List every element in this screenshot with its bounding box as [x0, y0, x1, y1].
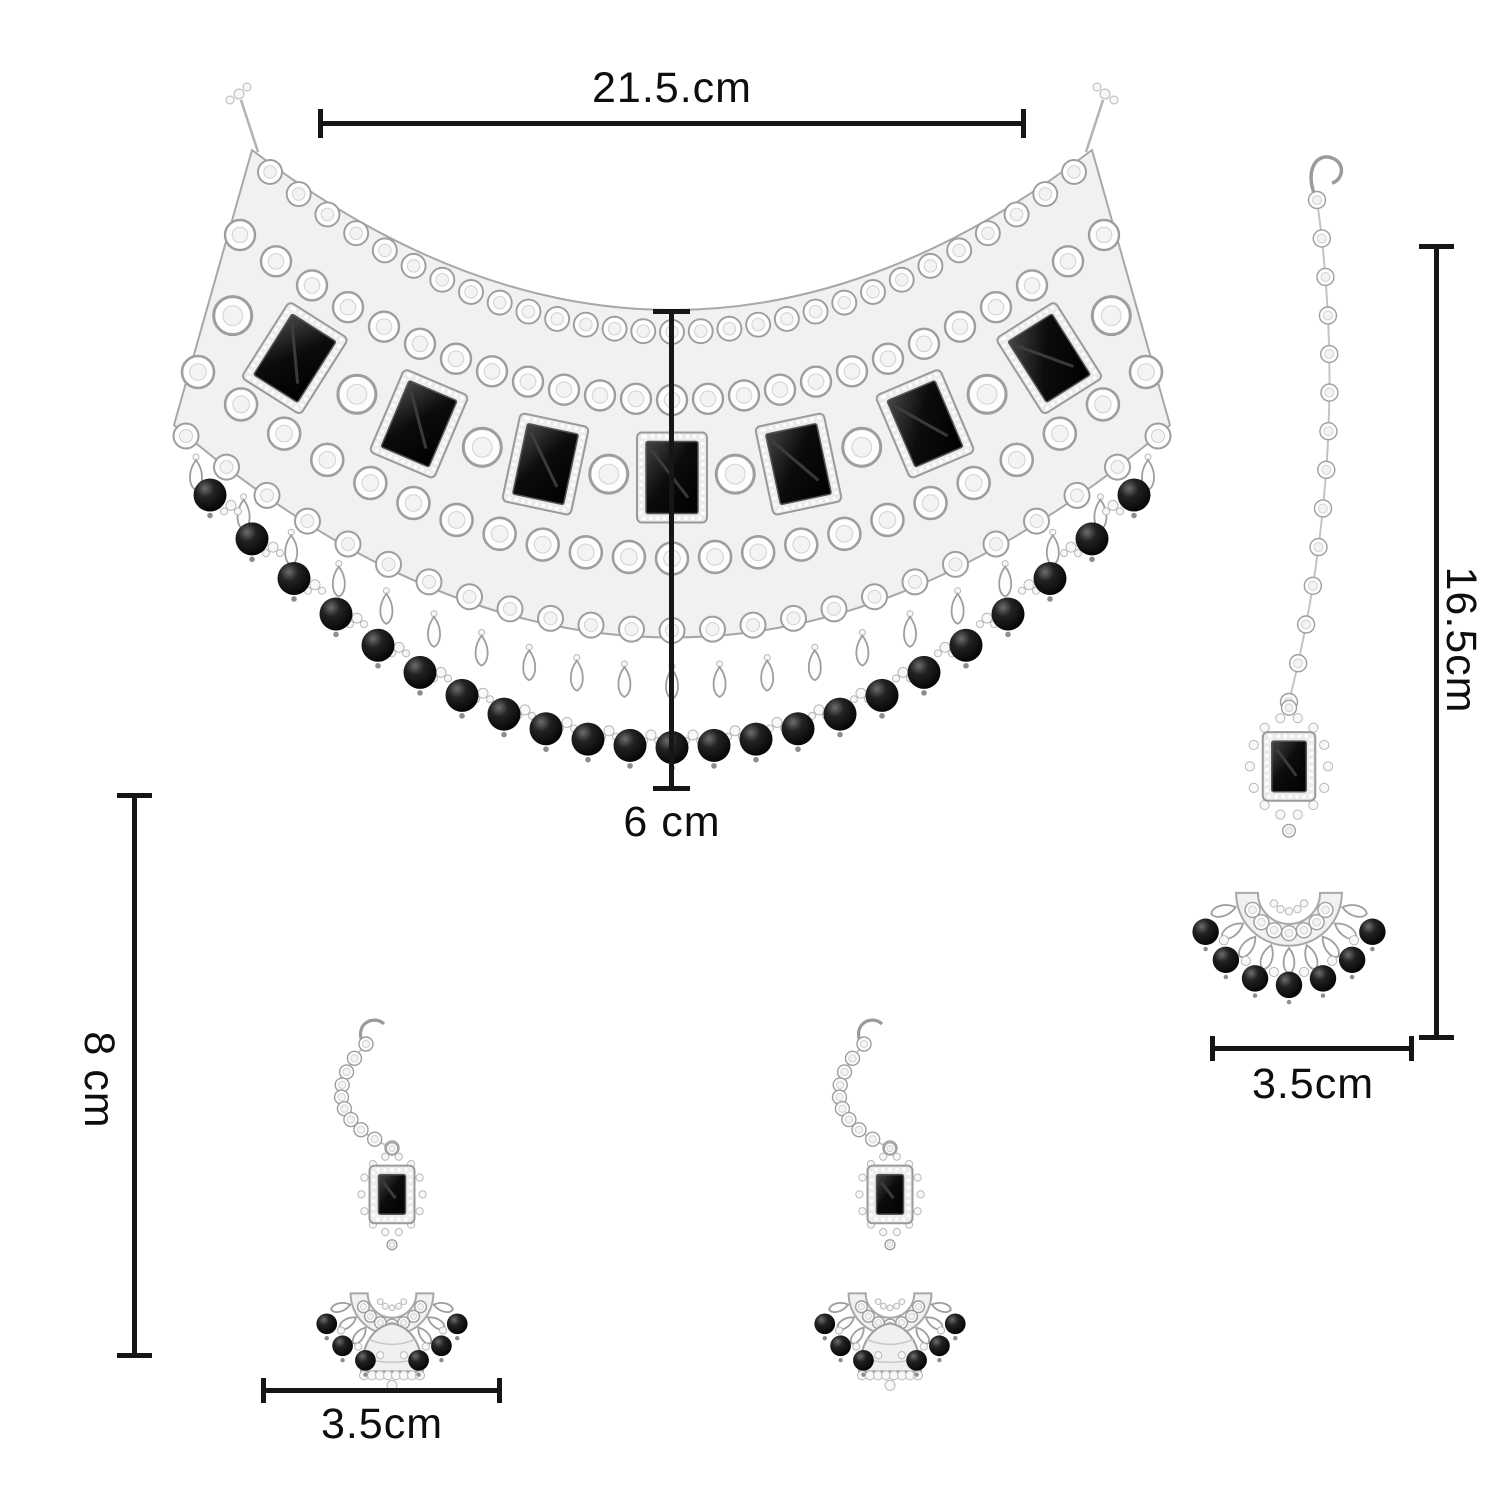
- dim-cap: [1419, 244, 1454, 249]
- dim-cap: [1409, 1036, 1414, 1061]
- dim-cap: [117, 1353, 152, 1358]
- dim-cap: [1210, 1036, 1215, 1061]
- dim-cap: [653, 786, 690, 791]
- dim-cap: [117, 793, 152, 798]
- dim-cap: [318, 109, 323, 138]
- dim-earring-width-line: [264, 1388, 500, 1393]
- dim-tikka-width-label: 3.5cm: [1251, 1060, 1375, 1108]
- dim-earring-width-label: 3.5cm: [320, 1400, 444, 1448]
- maang-tikka-graphic: [1192, 155, 1386, 1005]
- dim-cap: [497, 1378, 502, 1403]
- dim-necklace-drop-line: [669, 312, 674, 786]
- dim-cap: [1419, 1035, 1454, 1040]
- dim-cap: [653, 309, 690, 314]
- dim-necklace-width-line: [322, 121, 1024, 126]
- dim-necklace-drop-label: 6 cm: [623, 798, 721, 846]
- earring-right-graphic: [814, 1018, 966, 1391]
- dim-cap: [1021, 109, 1026, 138]
- earring-left-graphic: [316, 1018, 468, 1391]
- dim-tikka-height-label: 16.5cm: [1437, 566, 1485, 714]
- dim-tikka-width-line: [1213, 1046, 1413, 1051]
- dim-cap: [261, 1378, 266, 1403]
- dim-earring-length-label: 8 cm: [75, 1031, 123, 1129]
- dim-tikka-height-line: [1434, 247, 1439, 1038]
- dim-necklace-width-label: 21.5.cm: [592, 64, 752, 112]
- dim-earring-length-line: [132, 796, 137, 1356]
